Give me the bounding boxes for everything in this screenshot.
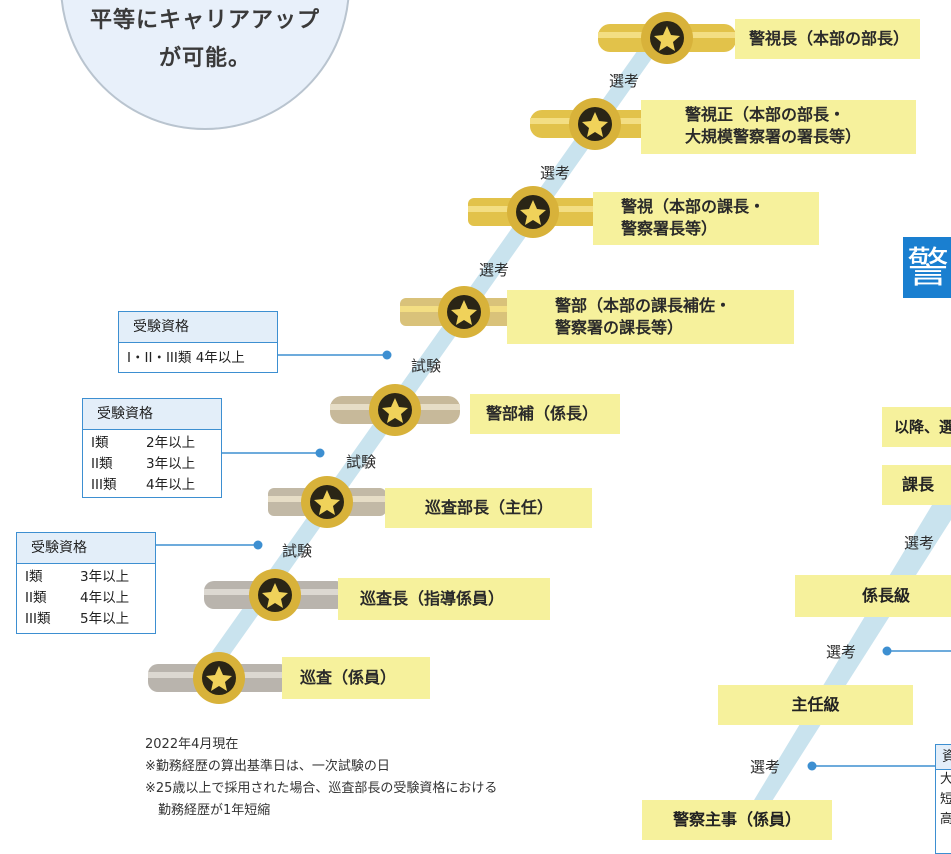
qualification-box-keibu: 受験資格 I・II・III類 4年以上 [118,311,278,373]
qualification-row: II類 3年以上 [83,454,221,475]
badge-icon [398,284,530,344]
badge-icon [146,650,292,710]
rank-text: 警察署長等） [621,219,718,238]
qualification-years: 4年以上 [146,477,196,493]
connector-dot-keibuho [315,448,325,458]
connector-dot-junsabucho [253,540,263,550]
rank-label-keishi: 警視（本部の課長・警察署長等） [593,192,819,245]
badge-icon [328,382,462,442]
qualification-row: I類 3年以上 [17,567,155,588]
rank-label-junsacho: 巡査長（指導係員） [338,578,550,620]
step-label: 試験 [411,357,442,375]
staff-rank-kacho: 課長 [882,465,951,505]
rank-label-keibu: 警部（本部の課長補佐・警察署の課長等） [507,290,794,344]
rank-text: 巡査（係員） [300,668,397,687]
qualification-years: 3年以上 [80,569,130,585]
rank-text: 警察署の課長等） [555,318,684,337]
qualification-class: III類 [25,611,51,627]
note-line: 2022年4月現在 [145,737,239,752]
connector-dot-staff-1 [882,646,892,656]
rank-label-keishisei: 警視正（本部の部長・大規模警察署の署長等） [641,100,916,154]
qualification-class: I類 [91,435,109,451]
qualification-years: 2年以上 [146,435,196,451]
rank-text: 巡査部長（主任） [425,498,554,517]
note-line: ※勤務経歴の算出基準日は、一次試験の日 [145,759,390,774]
qualification-class: II類 [91,456,113,472]
qualification-title: 受験資格 [17,533,155,564]
qualification-years: 5年以上 [80,611,130,627]
rank-text: 警部補（係長） [486,404,599,423]
badge-icon [266,474,388,534]
connector-dot-staff-2 [807,761,817,771]
note-line: ※25歳以上で採用された場合、巡査部長の受験資格における [145,781,498,796]
qualification-row: I類 2年以上 [83,433,221,454]
rank-label-junsabucho: 巡査部長（主任） [385,488,592,528]
qualification-box-junsabucho: 受験資格 I類 3年以上 II類 4年以上 III類 5年以上 [16,532,156,634]
step-label: 選考 [750,758,781,776]
qualification-row: I・II・III類 4年以上 [119,343,277,373]
qualification-box-keibuho: 受験資格 I類 2年以上 II類 3年以上 III類 4年以上 [82,398,222,498]
qualification-row: II類 4年以上 [17,588,155,609]
qualification-class: III類 [91,477,117,493]
qualification-years: 4年以上 [195,350,245,366]
rank-label-keishicho: 警視長（本部の部長） [735,19,920,59]
badge-icon [596,10,738,70]
step-label: 選考 [479,261,510,279]
connector-dot-keibu [382,350,392,360]
qualification-row: 高 [940,812,951,827]
rank-label-junsa: 巡査（係員） [282,657,430,699]
step-label: 試験 [282,542,313,560]
rank-text: 巡査長（指導係員） [360,589,505,608]
step-label: 選考 [540,164,571,182]
rank-text: 大規模警察署の署長等） [685,127,862,146]
qualification-title: 資 [936,745,951,770]
qualification-row: 大 [940,772,951,787]
step-label: 選考 [904,534,935,552]
rank-text: 警視正（本部の部長・ [685,105,846,124]
badge-icon [528,96,662,156]
step-label: 選考 [826,643,857,661]
qualification-title: 受験資格 [119,312,277,343]
rank-label-keibuho: 警部補（係長） [470,394,620,434]
badge-icon [466,184,600,244]
qualification-class: I・II・III類 [127,350,192,366]
note-line: 勤務経歴が1年短縮 [145,803,271,818]
qualification-years: 4年以上 [80,590,130,606]
staff-qualification-box: 資 大 短 高 [935,744,951,854]
rank-text: 警視長（本部の部長） [749,29,910,48]
step-label: 選考 [609,72,640,90]
badge-icon [202,567,348,627]
qualification-title: 受験資格 [83,399,221,430]
bubble-line-2: が可能。 [158,46,251,71]
staff-after-label: 以降、選 [882,407,951,447]
footnotes: 2022年4月現在 ※勤務経歴の算出基準日は、一次試験の日 ※25歳以上で採用さ… [145,734,497,822]
staff-title-char: 警 [903,237,951,298]
step-label: 試験 [346,453,377,471]
qualification-row: III類 4年以上 [83,475,221,496]
staff-rank-shunin: 主任級 [718,685,913,725]
qualification-row: III類 5年以上 [17,609,155,630]
qualification-class: II類 [25,590,47,606]
rank-text: 警視（本部の課長・ [621,197,766,216]
qualification-row: 短 [940,792,951,807]
bubble-line-1: 平等にキャリアアップ [89,8,320,33]
staff-rank-kakaricho: 係長級 [795,575,951,617]
qualification-years: 3年以上 [146,456,196,472]
staff-rank-shuji: 警察主事（係員） [642,800,832,840]
qualification-class: I類 [25,569,43,585]
rank-text: 警部（本部の課長補佐・ [555,296,732,315]
